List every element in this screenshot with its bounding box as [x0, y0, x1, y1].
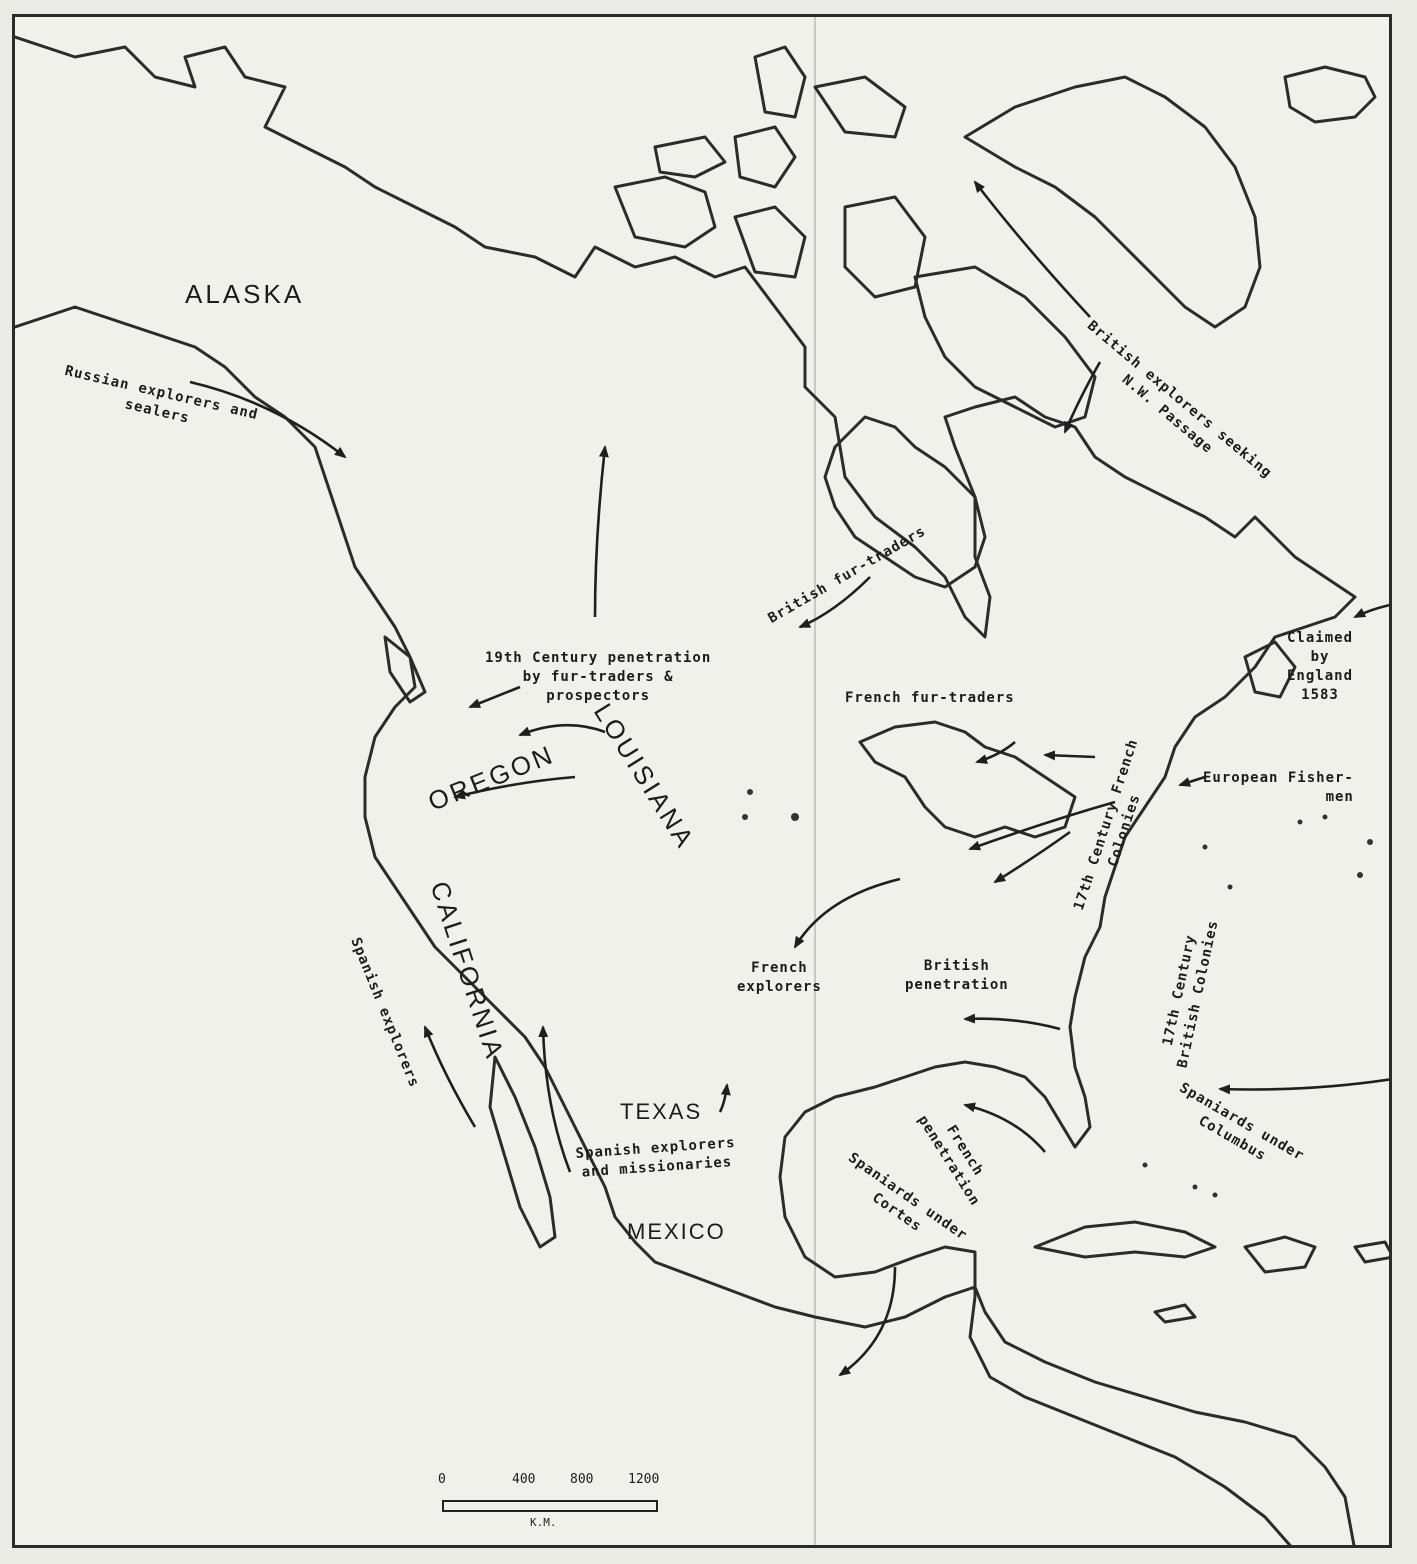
coast-greenland — [963, 75, 1262, 329]
coast-vancouver-island — [383, 635, 427, 704]
coast-arctic-island-4 — [753, 45, 807, 119]
scale-tick-800: 800 — [570, 1472, 594, 1487]
scale-tick-1200: 1200 — [628, 1472, 660, 1487]
coast-arctic-island-2 — [653, 135, 727, 179]
arrow-19th-north — [593, 445, 609, 618]
coast-jamaica — [1153, 1303, 1197, 1324]
label-19th-line-2: by fur-traders & — [522, 668, 674, 685]
label-british-penetration-line-1: British — [923, 958, 990, 974]
label-claimed-line-3: England — [1287, 667, 1354, 684]
arrow-spanish-west — [423, 1025, 477, 1128]
coast-baffin-island — [913, 265, 1097, 429]
coast-arctic-island-1 — [613, 175, 717, 249]
coast-arctic-island-6 — [733, 205, 807, 279]
arrow-claimed — [1353, 603, 1389, 619]
label-19th-line-3: prospectors — [546, 687, 650, 704]
coast-hispaniola — [1243, 1235, 1317, 1274]
arrow-french-fur — [975, 741, 1016, 764]
label-french-explorers-line-1: French — [751, 960, 808, 976]
coast-arctic-island-5 — [813, 75, 907, 139]
arrow-french-colonies-1 — [968, 800, 1116, 851]
coast-mainland — [15, 35, 1357, 1545]
label-french-fur-traders: French fur-traders — [845, 690, 1015, 706]
arrow-french-colonies-2 — [993, 830, 1071, 884]
coast-puerto-rico — [1353, 1240, 1389, 1264]
label-alaska: ALASKA — [185, 279, 305, 309]
arrow-french-penetration — [963, 1102, 1046, 1153]
arrow-columbus — [1218, 1078, 1389, 1095]
arrow-british-nw-north — [973, 180, 1091, 318]
label-19th-line-1: 19th Century penetration — [485, 650, 712, 666]
coast-arctic-island-3 — [733, 125, 797, 189]
label-french-explorers-line-2: explorers — [737, 978, 822, 995]
label-claimed-line-1: Claimed — [1287, 630, 1354, 646]
arrow-french-explorers — [793, 877, 901, 949]
coast-arctic-island-7 — [843, 195, 927, 299]
coast-iceland — [1283, 65, 1377, 124]
arrow-british-fur — [798, 576, 871, 629]
label-fishermen-line-2: men — [1325, 788, 1354, 805]
label-french-explorers: French explorers — [737, 959, 822, 997]
arrow-russian — [189, 380, 347, 459]
arrow-british-nw-south — [1063, 361, 1102, 434]
label-mexico: MEXICO — [627, 1219, 726, 1244]
coast-hudson-bay — [823, 415, 987, 589]
arrow-fishermen — [1178, 775, 1206, 787]
arrow-texas — [718, 1083, 731, 1113]
scale-bar: 0 400 800 1200 K.M. — [420, 1472, 680, 1542]
arrow-british-penetration — [963, 1013, 1061, 1031]
label-19th-century: 19th Century penetration by fur-traders … — [485, 649, 711, 706]
coast-newfoundland — [1243, 640, 1297, 699]
label-british-penetration-line-2: penetration — [905, 976, 1009, 993]
map-dots — [742, 789, 1373, 1198]
scale-unit: K.M. — [530, 1516, 557, 1529]
scale-line — [442, 1500, 658, 1512]
scale-tick-0: 0 — [438, 1472, 446, 1487]
coast-gulf-of-california — [488, 1055, 557, 1249]
label-texas: TEXAS — [620, 1099, 703, 1124]
arrow-louisiana-west — [453, 775, 576, 800]
coast-great-lakes — [858, 720, 1077, 839]
arrow-19th-oregon — [468, 685, 521, 709]
map-frame: ALASKA OREGON LOUISIANA CALIFORNIA TEXAS… — [12, 14, 1392, 1548]
map-coastlines — [15, 17, 1389, 1545]
coast-cuba — [1033, 1220, 1217, 1259]
label-british-penetration: British penetration — [905, 957, 1009, 995]
scale-tick-400: 400 — [512, 1472, 536, 1487]
label-fishermen-line-1: European Fisher- — [1203, 770, 1354, 786]
label-european-fishermen: European Fisher- men — [1203, 769, 1354, 807]
label-claimed-line-2: by — [1310, 648, 1330, 665]
label-claimed-line-4: 1583 — [1301, 686, 1339, 703]
arrow-french-lakes — [1043, 750, 1096, 761]
arrow-spanish-missionaries — [538, 1025, 572, 1173]
label-claimed-by-england: Claimed by England 1583 — [1287, 629, 1353, 705]
arrow-louisiana-oregon — [518, 723, 606, 737]
arrow-cortes — [838, 1266, 897, 1377]
